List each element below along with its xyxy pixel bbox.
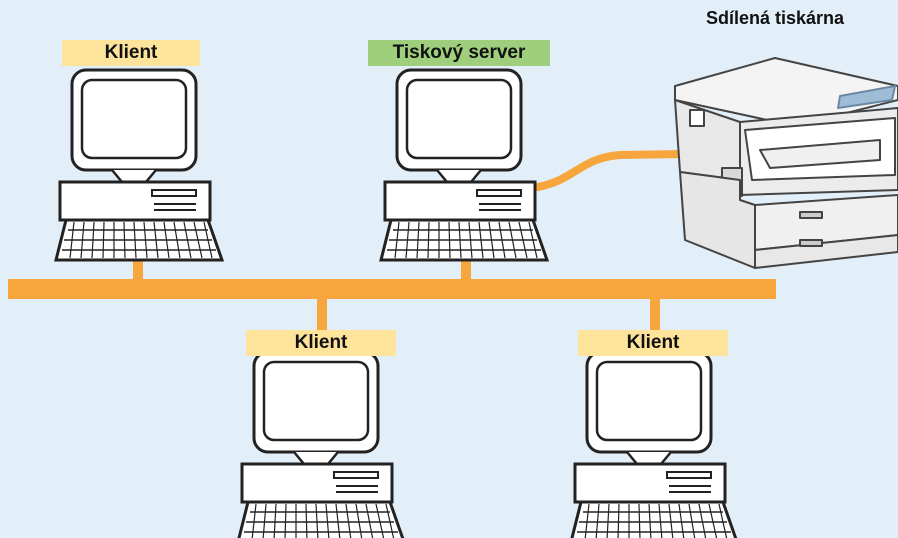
drop-line-client-bottom-left: [317, 298, 327, 332]
client-bottom-right-label: Klient: [578, 330, 728, 356]
client-top-label: Klient: [62, 40, 200, 66]
drop-line-client-top: [133, 250, 143, 280]
computer-client-bottom-left-icon: [236, 350, 406, 538]
computer-client-bottom-right-icon: [569, 350, 739, 538]
client-bottom-left-label: Klient: [246, 330, 396, 356]
printer-icon: [674, 57, 898, 269]
printer-caption: Sdílená tiskárna: [706, 8, 845, 28]
computer-client-top-icon: [54, 68, 224, 262]
printer-cable: [534, 150, 692, 191]
drop-line-client-bottom-right: [650, 298, 660, 332]
drop-line-server: [461, 250, 471, 280]
computer-server-icon: [379, 68, 549, 262]
network-bus: [8, 279, 776, 299]
server-label: Tiskový server: [368, 40, 550, 66]
